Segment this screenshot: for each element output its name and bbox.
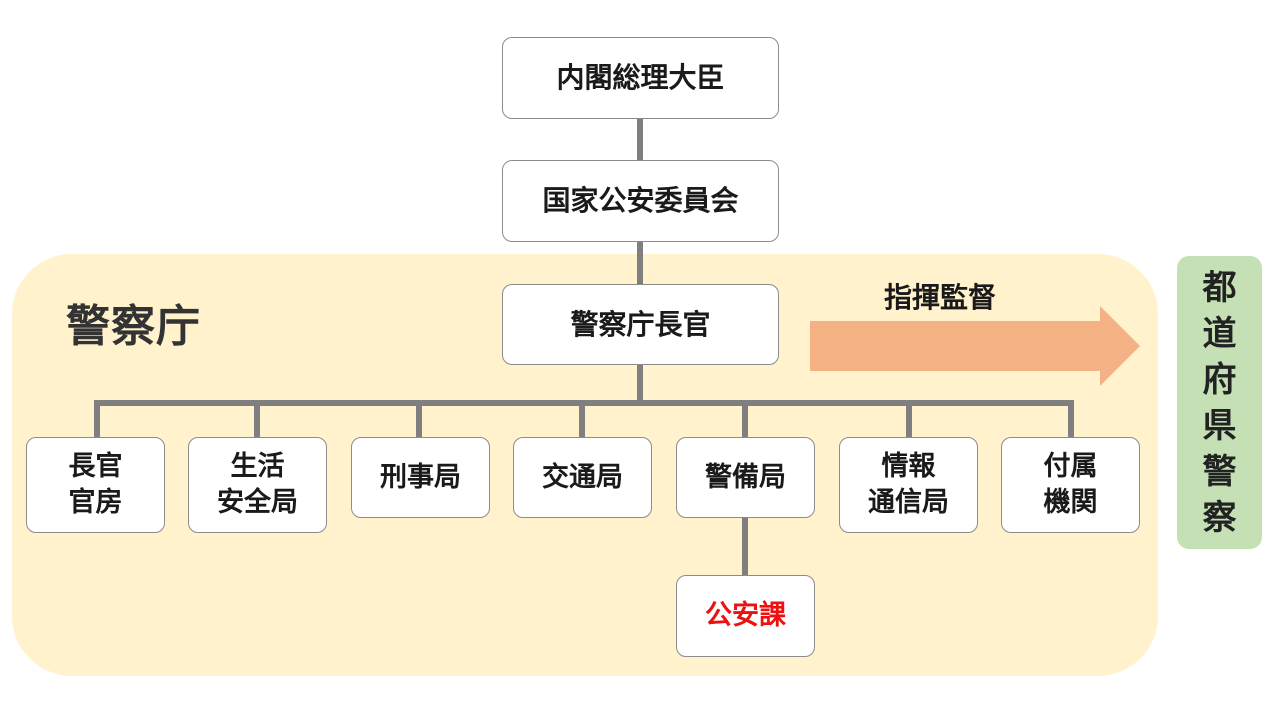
command-label: 指揮監督 bbox=[884, 281, 997, 314]
bureau-box-secretariat: 長官 官房 bbox=[26, 437, 165, 533]
agency-label: 警察庁 bbox=[66, 301, 201, 352]
connector-drop-6 bbox=[906, 400, 912, 438]
bureau-label-line1: 警備局 bbox=[705, 461, 786, 493]
prefectural-police-box: 都 道 府 県 警 察 bbox=[1177, 256, 1262, 549]
bureau-box-traffic: 交通局 bbox=[513, 437, 652, 518]
connector-npsc-commissioner bbox=[637, 241, 643, 285]
security-division-label: 公安課 bbox=[705, 600, 786, 631]
connector-drop-3 bbox=[416, 400, 422, 438]
bureau-label-line1: 生活 bbox=[230, 451, 285, 482]
connector-drop-2 bbox=[254, 400, 260, 438]
security-division-box: 公安課 bbox=[676, 575, 815, 657]
npsc-box: 国家公安委員会 bbox=[502, 160, 779, 242]
connector-commissioner-trunk bbox=[637, 364, 643, 404]
connector-drop-5 bbox=[742, 400, 748, 438]
bureau-label-line1: 刑事局 bbox=[380, 461, 461, 493]
prefecture-char: 察 bbox=[1202, 497, 1237, 538]
prime-minister-box: 内閣総理大臣 bbox=[502, 37, 779, 119]
connector-drop-7 bbox=[1068, 400, 1074, 438]
commissioner-label: 警察庁長官 bbox=[570, 307, 711, 341]
bureau-label-line1: 長官 bbox=[68, 451, 123, 482]
bureau-box-security: 警備局 bbox=[676, 437, 815, 518]
prefecture-char: 警 bbox=[1202, 451, 1237, 492]
bureau-label-line1: 交通局 bbox=[542, 461, 623, 493]
prefecture-char: 道 bbox=[1202, 313, 1237, 354]
npsc-label: 国家公安委員会 bbox=[542, 184, 739, 217]
bureau-box-criminal-affairs: 刑事局 bbox=[351, 437, 490, 518]
bureau-box-affiliated-institutions: 付属 機関 bbox=[1001, 437, 1140, 533]
connector-security-division bbox=[742, 518, 748, 576]
prime-minister-label: 内閣総理大臣 bbox=[556, 61, 725, 94]
bureau-label-line1: 情報 bbox=[881, 451, 936, 482]
prefecture-char: 県 bbox=[1202, 405, 1237, 446]
connector-drop-1 bbox=[94, 400, 100, 438]
bureau-label-line1: 付属 bbox=[1043, 451, 1098, 482]
bureau-label-line2: 通信局 bbox=[868, 487, 949, 518]
commissioner-box: 警察庁長官 bbox=[502, 284, 779, 365]
bureau-box-community-safety: 生活 安全局 bbox=[188, 437, 327, 533]
bureau-box-info-communications: 情報 通信局 bbox=[839, 437, 978, 533]
connector-pm-npsc bbox=[637, 118, 643, 160]
prefecture-char: 府 bbox=[1202, 359, 1237, 400]
bureau-label-line2: 官房 bbox=[68, 487, 123, 518]
prefecture-char: 都 bbox=[1202, 267, 1237, 308]
connector-drop-4 bbox=[579, 400, 585, 438]
bureau-label-line2: 機関 bbox=[1043, 487, 1098, 518]
right-arrow-icon bbox=[810, 306, 1140, 386]
bureau-label-line2: 安全局 bbox=[217, 487, 298, 518]
